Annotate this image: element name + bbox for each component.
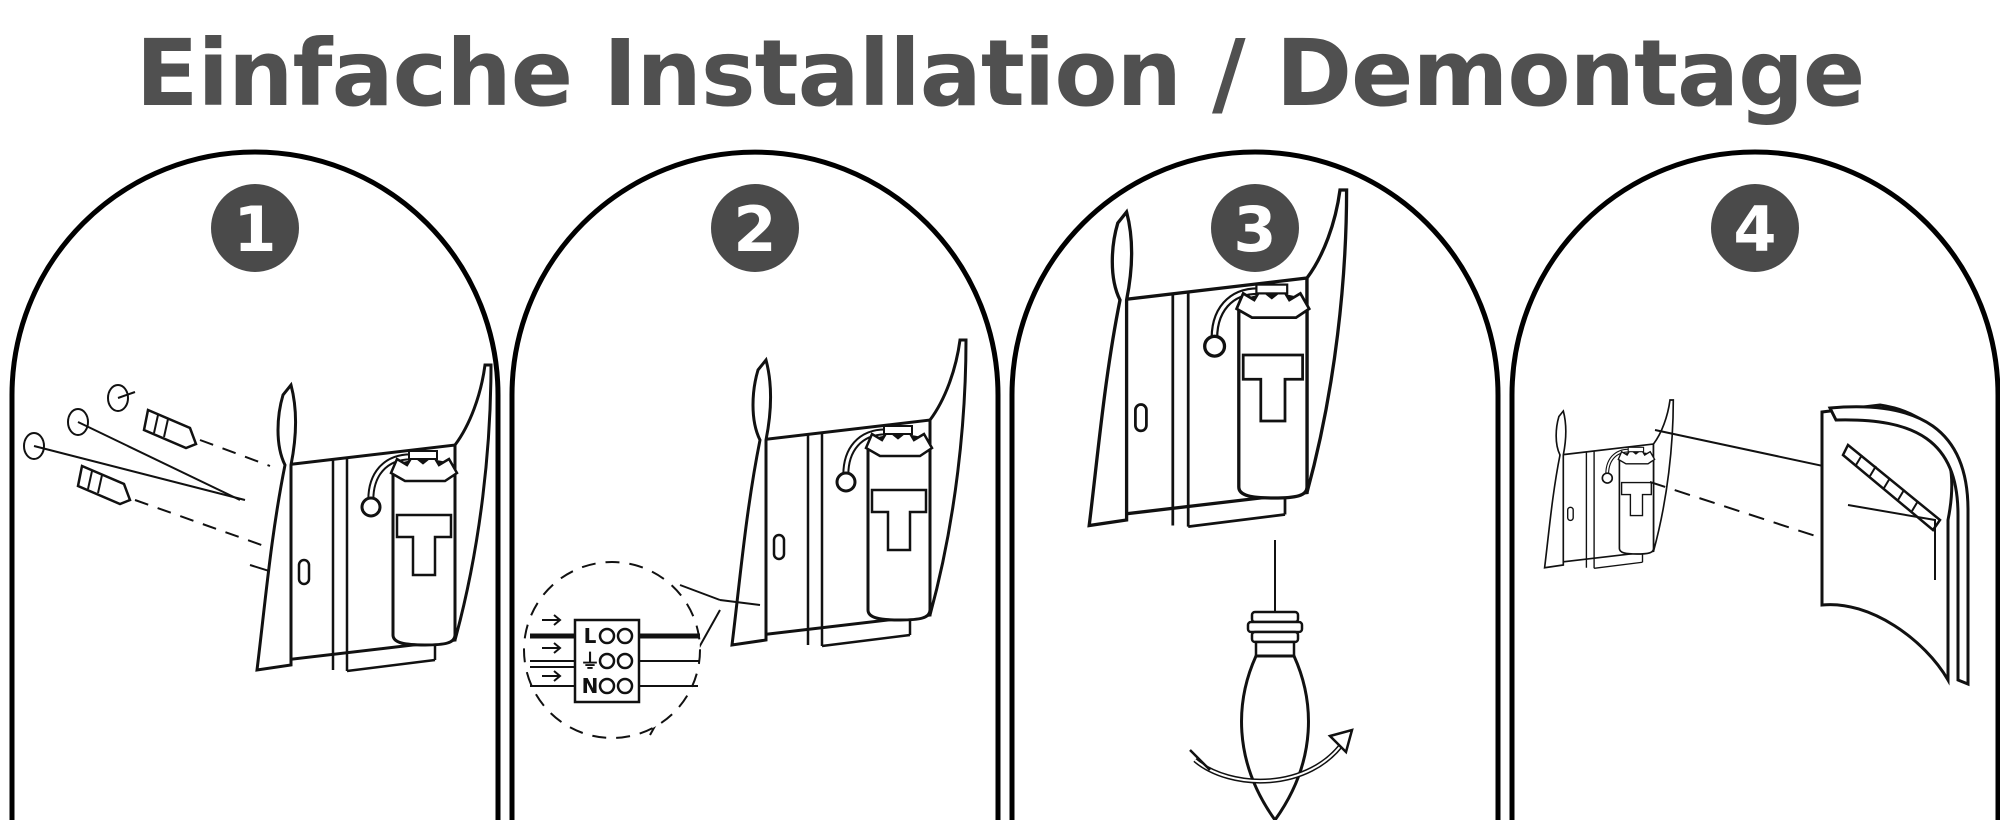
step-3-badge: 3 — [1211, 184, 1299, 272]
step-2-illustration: L ⏚ N — [524, 340, 966, 738]
step-4-badge: 4 — [1711, 184, 1799, 272]
terminal-ground-label: ⏚ — [580, 649, 600, 673]
step-2-number: 2 — [733, 193, 776, 266]
step-1-number: 1 — [233, 193, 276, 266]
step-1-badge: 1 — [211, 184, 299, 272]
terminal-block: L ⏚ N — [575, 620, 639, 702]
lamp-shade-icon — [1822, 405, 1968, 684]
wall-plug-icon — [144, 410, 196, 448]
wall-plug-icon — [78, 466, 130, 504]
bulb-icon — [1242, 612, 1309, 820]
step-1-illustration — [24, 365, 491, 671]
wall-holes — [24, 385, 245, 500]
step-4-illustration — [1545, 400, 1968, 684]
terminal-l-label: L — [584, 624, 597, 648]
terminal-n-label: N — [582, 674, 599, 698]
step-2-badge: 2 — [711, 184, 799, 272]
step-3-number: 3 — [1233, 193, 1276, 266]
step-4-number: 4 — [1733, 193, 1776, 266]
step-3-illustration — [1089, 190, 1352, 820]
